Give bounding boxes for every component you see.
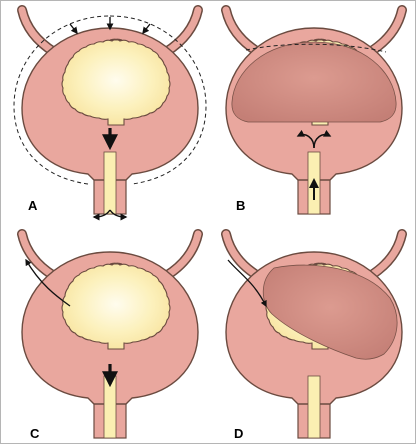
panel-label-a: A [28, 198, 38, 213]
panel-c: C [22, 234, 198, 441]
panel-b: B [226, 10, 402, 214]
panel-label-b: B [236, 198, 245, 213]
panel-d: D [226, 234, 402, 441]
panel-label-c: C [30, 426, 40, 441]
panel-label-d: D [234, 426, 243, 441]
panel-a: A [14, 10, 206, 217]
